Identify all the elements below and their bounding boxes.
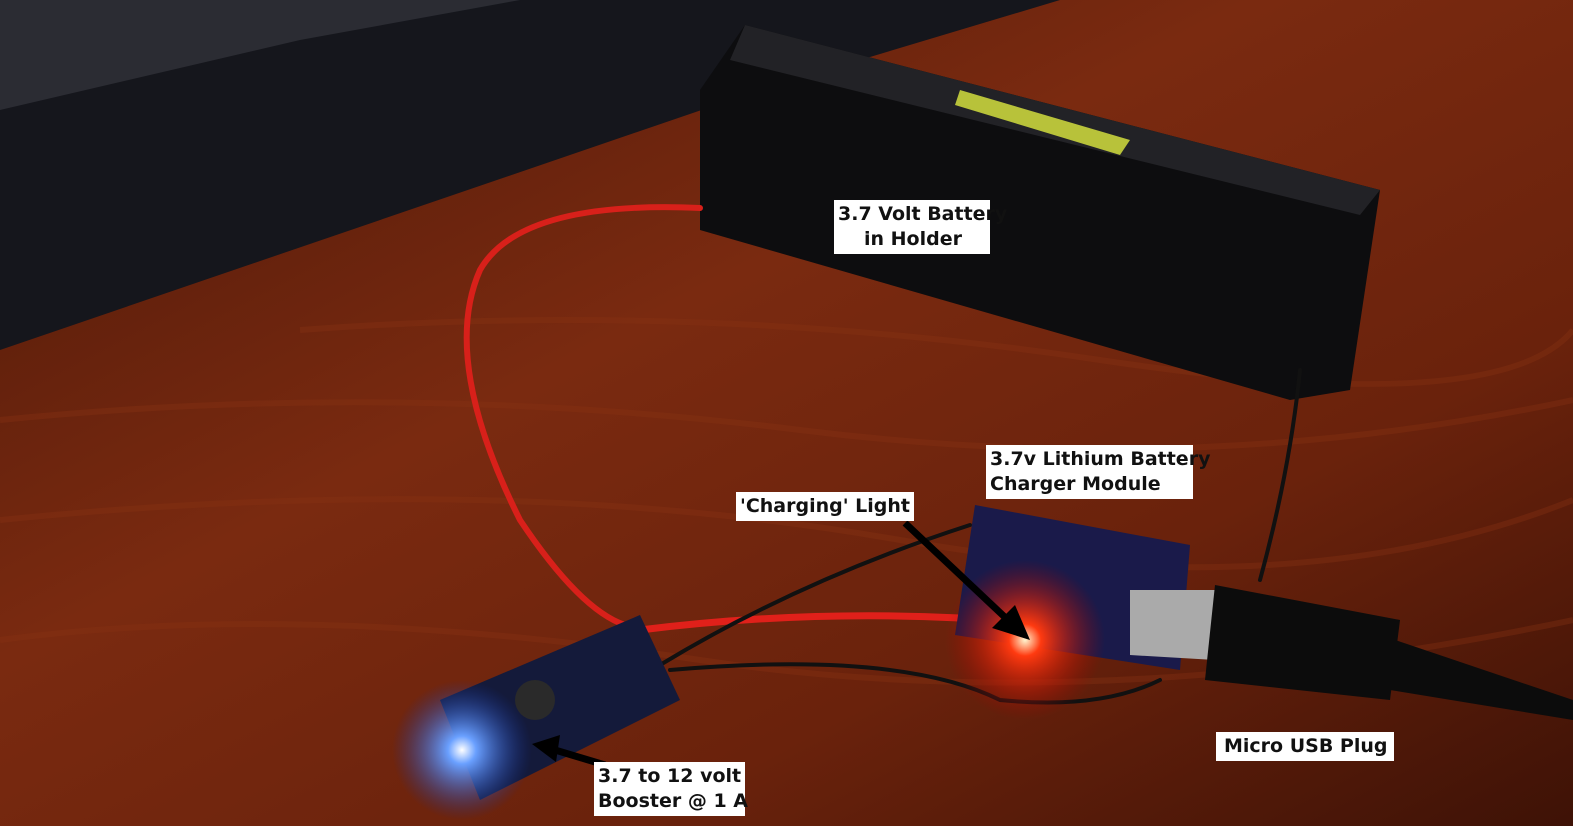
keyboard-keys xyxy=(0,0,520,110)
label-line: Charger Module xyxy=(990,473,1161,495)
label-line: 'Charging' Light xyxy=(740,495,910,517)
label-line: 3.7 to 12 volt xyxy=(598,765,742,787)
label-line: 3.7v Lithium Battery xyxy=(990,448,1211,470)
label-line: Booster @ 1 A xyxy=(598,790,749,812)
label-line: Micro USB Plug xyxy=(1224,735,1388,757)
booster-label: 3.7 to 12 volt Booster @ 1 A xyxy=(594,762,749,816)
keyboard xyxy=(0,0,1060,350)
wires xyxy=(463,204,1302,705)
charging-light-label: 'Charging' Light xyxy=(736,492,914,521)
label-line: in Holder xyxy=(864,228,962,250)
charging-light-arrow xyxy=(902,520,1013,625)
charger-module-label: 3.7v Lithium Battery Charger Module xyxy=(986,445,1211,499)
booster-board xyxy=(392,615,680,820)
micro-usb-label: Micro USB Plug xyxy=(1216,732,1394,761)
battery-holder xyxy=(700,25,1380,400)
usb-plug xyxy=(1130,585,1573,720)
battery-holder-label: 3.7 Volt Battery in Holder xyxy=(834,200,1008,254)
label-line: 3.7 Volt Battery xyxy=(838,203,1008,225)
